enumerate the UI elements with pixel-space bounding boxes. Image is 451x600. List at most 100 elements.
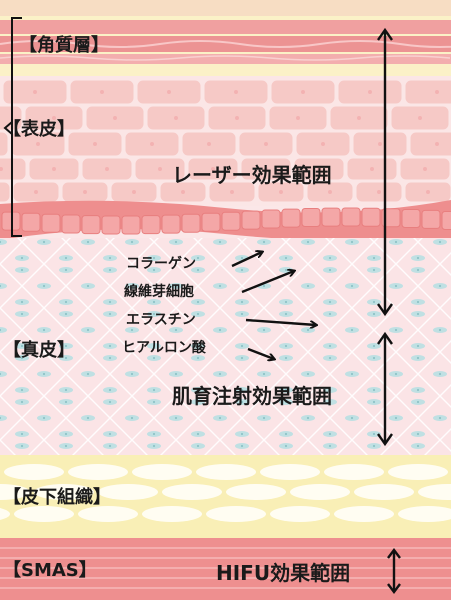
cell-nucleus	[230, 190, 234, 194]
label-collagen: コラーゲン	[126, 256, 196, 272]
cell-nucleus	[368, 90, 372, 94]
cell-nucleus	[83, 190, 87, 194]
cell-nucleus	[264, 142, 268, 146]
basal-cell	[341, 207, 361, 227]
basal-cell	[41, 213, 61, 233]
cell-nucleus	[132, 190, 136, 194]
label-epidermis: 【表皮】	[3, 119, 75, 140]
cell-nucleus	[211, 167, 215, 171]
fat-cell	[388, 464, 448, 480]
fat-cell	[34, 484, 94, 500]
epidermis-cell	[404, 79, 451, 105]
collagen-arrow	[231, 252, 262, 268]
basal-cell	[361, 207, 381, 227]
dermis-layer	[0, 238, 451, 458]
fat-cell	[418, 484, 451, 500]
elastin-arrow	[245, 318, 316, 325]
fat-cell	[4, 464, 64, 480]
basal-cell	[381, 208, 401, 228]
fat-cell	[0, 508, 10, 520]
basal-cell	[141, 215, 161, 235]
basal-cell	[201, 212, 221, 232]
epidermis-cell	[409, 131, 451, 157]
fat-cell	[334, 506, 394, 522]
basal-cell	[101, 215, 121, 235]
cell-nucleus	[33, 90, 37, 94]
basal-cell	[441, 211, 451, 230]
epidermis-cell	[0, 105, 23, 131]
cell-nucleus	[426, 190, 430, 194]
label-subcutaneous: 【皮下組織】	[3, 487, 111, 508]
laser-range-arrow	[377, 27, 393, 317]
epidermis-cell	[0, 131, 9, 157]
cell-nucleus	[435, 90, 439, 94]
basal-layer	[0, 200, 451, 242]
hifu-range-arrow	[387, 548, 401, 594]
cell-nucleus	[317, 167, 321, 171]
fat-cell	[98, 484, 158, 500]
basal-cell	[261, 209, 281, 229]
label-hyaluronic-acid: ヒアルロン酸	[122, 340, 206, 356]
cell-nucleus	[301, 90, 305, 94]
label-smas: 【SMAS】	[3, 560, 97, 581]
hyaluronic-acid-arrow	[247, 347, 274, 359]
basal-cell	[241, 210, 261, 230]
smas-layer	[0, 538, 451, 600]
cell-nucleus	[207, 142, 211, 146]
cell-nucleus	[0, 167, 3, 171]
fat-cell	[270, 506, 330, 522]
cell-nucleus	[158, 167, 162, 171]
fat-cell	[260, 464, 320, 480]
basal-cell	[281, 208, 301, 228]
label-stratum-corneum: 【角質層】	[19, 35, 109, 56]
subcutaneous-layer	[0, 455, 451, 540]
cell-nucleus	[113, 116, 117, 120]
basal-cell	[301, 207, 321, 227]
fat-cell	[68, 464, 128, 480]
cell-nucleus	[321, 142, 325, 146]
cell-nucleus	[378, 142, 382, 146]
injection-range-arrow	[377, 331, 393, 447]
fat-cell	[290, 484, 350, 500]
label-fibroblast: 線維芽細胞	[124, 284, 194, 300]
cell-nucleus	[264, 167, 268, 171]
cell-nucleus	[105, 167, 109, 171]
fat-cell	[14, 506, 74, 522]
cell-nucleus	[174, 116, 178, 120]
cell-nucleus	[100, 90, 104, 94]
cell-nucleus	[235, 116, 239, 120]
basal-cell	[421, 209, 441, 229]
fat-cell	[398, 506, 451, 522]
basal-cell	[161, 214, 181, 234]
cell-nucleus	[418, 116, 422, 120]
fat-cell	[206, 506, 266, 522]
fat-cell	[324, 464, 384, 480]
cell-nucleus	[357, 116, 361, 120]
cell-nucleus	[34, 190, 38, 194]
cell-nucleus	[150, 142, 154, 146]
basal-cell	[61, 214, 81, 234]
label-dermis: 【真皮】	[3, 340, 75, 361]
fat-cell	[162, 484, 222, 500]
epidermis-bracket	[11, 17, 22, 237]
fat-cell	[0, 484, 30, 500]
skin-surface	[0, 0, 451, 16]
basal-cell	[81, 215, 101, 235]
cell-nucleus	[52, 167, 56, 171]
basal-cell	[181, 213, 201, 233]
cell-nucleus	[296, 116, 300, 120]
cell-nucleus	[167, 90, 171, 94]
cell-nucleus	[377, 190, 381, 194]
cell-nucleus	[181, 190, 185, 194]
label-elastin: エラスチン	[126, 312, 196, 328]
fat-cell	[196, 464, 256, 480]
cell-nucleus	[328, 190, 332, 194]
cell-nucleus	[279, 190, 283, 194]
label-hifu-range: HIFU効果範囲	[216, 561, 351, 585]
label-injection-range: 肌育注射効果範囲	[172, 384, 332, 408]
basal-cell	[21, 212, 41, 232]
epidermis-cell	[0, 181, 11, 203]
fat-cell	[78, 506, 138, 522]
basal-cell	[221, 211, 241, 231]
